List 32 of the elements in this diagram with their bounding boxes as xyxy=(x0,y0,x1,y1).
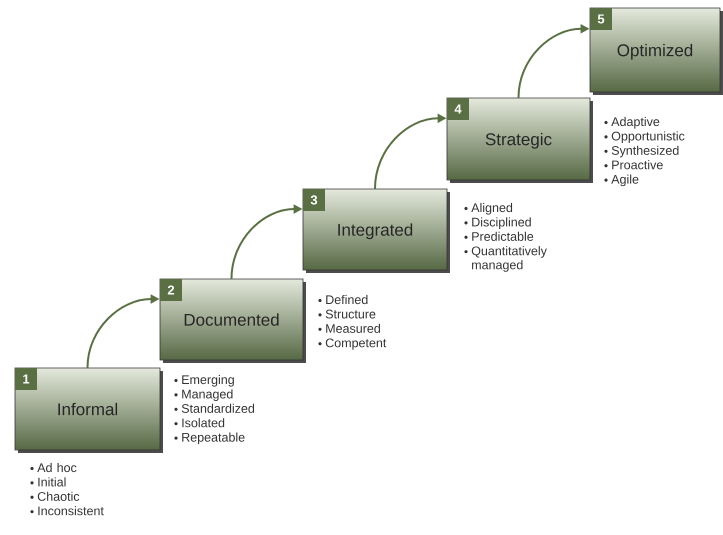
node-label: Ad hoc xyxy=(37,462,76,472)
node-label: Synthesized xyxy=(612,146,678,158)
bullet-list: Adaptive Opportunistic Synthesized Proactive Agile xyxy=(604,116,684,186)
stage-box: Optimized 5 xyxy=(590,8,723,95)
stage-box: Integrated 3 xyxy=(302,188,450,273)
node-label: Emerging xyxy=(182,374,234,387)
node-label: Opportunistic xyxy=(612,131,684,143)
node-label: Initial xyxy=(38,477,66,487)
node-label: Inconsistent xyxy=(38,506,104,516)
node-label: Aligned xyxy=(471,202,512,215)
node-label: Standardized xyxy=(182,404,254,413)
node-label: Disciplined xyxy=(472,217,531,229)
node-label: Competent xyxy=(326,338,386,350)
node-label: Predictable xyxy=(472,232,534,241)
stage-box: Strategic 4 xyxy=(446,98,593,183)
node-label: Isolated xyxy=(182,418,224,428)
bullet-list: Aligned Disciplined Predictable Quantitatively managed xyxy=(464,202,547,272)
node-label: Structure xyxy=(326,310,376,319)
bullet-list: Defined Structure Measured Competent xyxy=(318,294,386,350)
node-label: Quantitatively managed xyxy=(472,246,547,272)
node-label: Adaptive xyxy=(611,116,660,129)
stage-box: Documented 2 xyxy=(160,278,306,363)
node-label: Chaotic xyxy=(38,492,80,501)
node-label: Measured xyxy=(326,324,380,333)
node-label: Defined xyxy=(326,294,368,304)
node-label: Managed xyxy=(182,389,233,401)
bullet-list: Ad hoc Initial Chaotic Inconsistent xyxy=(30,462,104,516)
node-label: Proactive xyxy=(612,160,663,170)
bullet-list: Emerging Managed Standardized Isolated Repeatable xyxy=(174,374,254,444)
node-label: Repeatable xyxy=(182,432,245,444)
stage-box: Informal 1 xyxy=(14,368,163,453)
node-label: Agile xyxy=(611,174,638,186)
